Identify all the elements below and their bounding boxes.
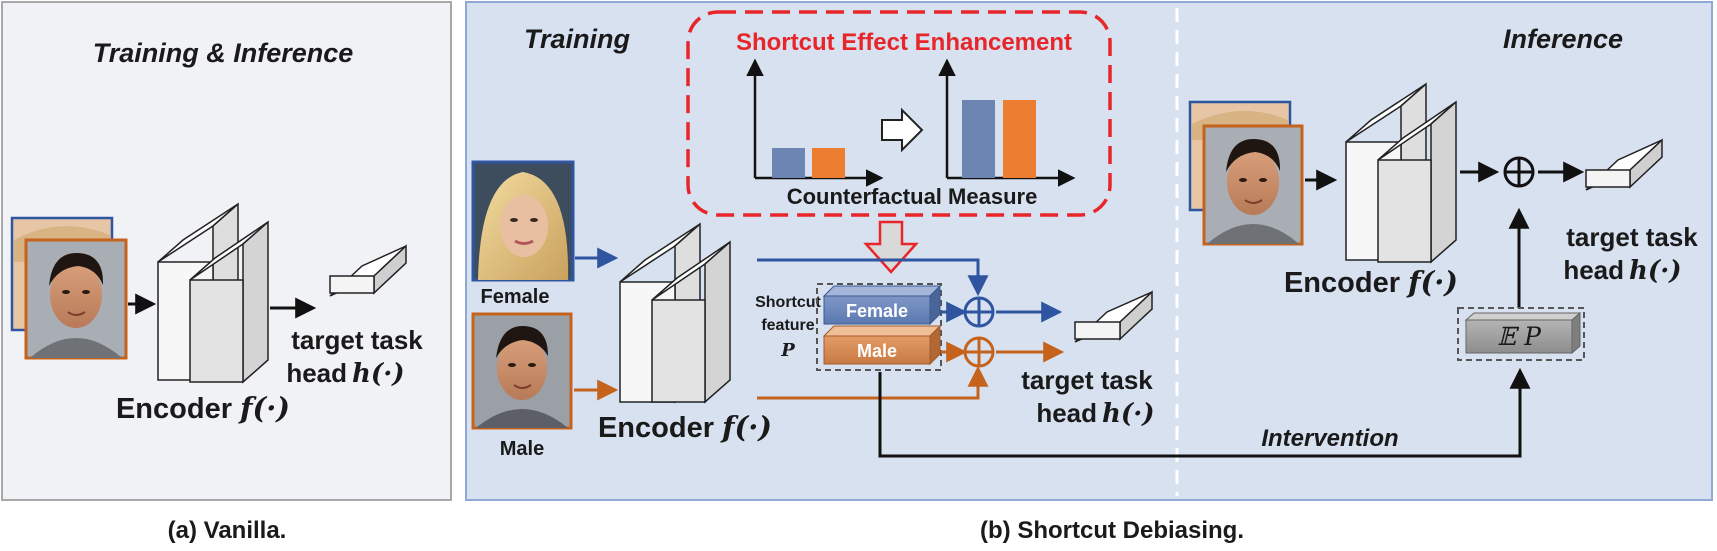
panel-a-head-line2: head h(·) — [286, 358, 404, 389]
panel-b-background — [465, 1, 1713, 501]
plus-circle-icon-blue — [963, 296, 995, 328]
photo-stack-a — [10, 216, 128, 360]
panel-a-title: Training & Inference — [93, 38, 354, 68]
bar-before-male — [812, 148, 845, 178]
blue-bypass-line — [757, 258, 989, 297]
sce-title: Shortcut Effect Enhancement — [736, 29, 1072, 56]
orange-bypass-line — [757, 365, 989, 400]
panel-a-head-word: head — [286, 358, 347, 388]
feature-male-label: Male — [857, 341, 897, 361]
expectation-box: 𝔼 P — [1457, 307, 1585, 361]
panel-a-head-fn: h(·) — [352, 359, 405, 389]
encoder-block-b — [619, 222, 731, 404]
panel-b-head-line1: target task — [1021, 365, 1153, 395]
down-arrow-icon — [863, 220, 919, 274]
plus-circle-icon-orange — [963, 336, 995, 368]
bar-chart-before — [746, 58, 884, 187]
shortcut-line2: feature — [761, 317, 814, 334]
bar-before-female — [772, 148, 805, 178]
bar-after-female — [962, 100, 995, 178]
bar-after-male — [1003, 100, 1036, 178]
panel-a-encoder-word: Encoder — [116, 393, 232, 425]
panel-a-encoder-label: Encoder f(·) — [116, 391, 290, 425]
expectation-label: 𝔼 P — [1497, 322, 1542, 351]
panel-a-head-line1: target task — [291, 325, 423, 355]
panel-vanilla: Training & Inference — [1, 1, 452, 501]
shortcut-effect-enhancement-box: Shortcut Effect Enhancement Counterfactu… — [686, 10, 1112, 217]
intervention-line — [878, 367, 1531, 458]
panel-b-head-fn: h(·) — [1102, 399, 1155, 429]
intervention-label: Intervention — [1261, 425, 1398, 452]
head-block-a — [329, 244, 407, 297]
inference-title: Inference — [1503, 24, 1623, 54]
panel-b-head-word: head — [1036, 398, 1097, 428]
caption-b: (b) Shortcut Debiasing. — [980, 517, 1244, 544]
feature-slab-male: Male — [822, 324, 942, 366]
panel-a-encoder-fn: f(·) — [238, 391, 290, 425]
counterfactual-measure-label: Counterfactual Measure — [787, 184, 1038, 209]
panel-b-encoder-label: Encoder f(·) — [598, 410, 772, 444]
inference-head-word: head — [1563, 255, 1624, 285]
inference-encoder-fn: f(·) — [1406, 265, 1458, 299]
hollow-arrow-icon — [881, 107, 924, 153]
plus-circle-icon-inference — [1503, 156, 1535, 188]
shortcut-symbol: P — [780, 340, 795, 361]
inference-encoder-label: Encoder f(·) — [1284, 265, 1458, 299]
male-face-photo-a — [24, 238, 128, 360]
head-block-b — [1074, 290, 1153, 343]
shortcut-feature-box: Female Male — [816, 283, 942, 371]
inference-head-fn: h(·) — [1629, 256, 1682, 286]
male-face-photo-inference — [1202, 124, 1304, 246]
feature-slab-female: Female — [822, 284, 942, 326]
head-block-inference — [1585, 138, 1663, 191]
caption-a: (a) Vanilla. — [168, 517, 287, 544]
shortcut-line1: Shortcut — [755, 294, 821, 311]
male-label: Male — [500, 438, 544, 460]
training-title: Training — [524, 24, 631, 54]
male-face-photo — [471, 312, 573, 430]
female-label: Female — [481, 286, 550, 308]
panel-b-encoder-fn: f(·) — [720, 410, 772, 444]
photo-stack-inference — [1188, 100, 1304, 246]
inference-head-line1: target task — [1566, 222, 1698, 252]
feature-female-label: Female — [846, 301, 908, 321]
panel-shortcut-debiasing: Training Inference Shortcut Effect Enhan… — [465, 1, 1713, 501]
inference-encoder-word: Encoder — [1284, 267, 1400, 299]
panel-b-head-line2: head h(·) — [1036, 398, 1154, 429]
encoder-block-a — [157, 202, 269, 384]
inference-head-line2: head h(·) — [1563, 255, 1681, 286]
female-face-photo — [471, 160, 575, 282]
panel-b-encoder-word: Encoder — [598, 412, 714, 444]
bar-chart-after — [938, 58, 1076, 187]
encoder-block-inference — [1345, 82, 1457, 264]
